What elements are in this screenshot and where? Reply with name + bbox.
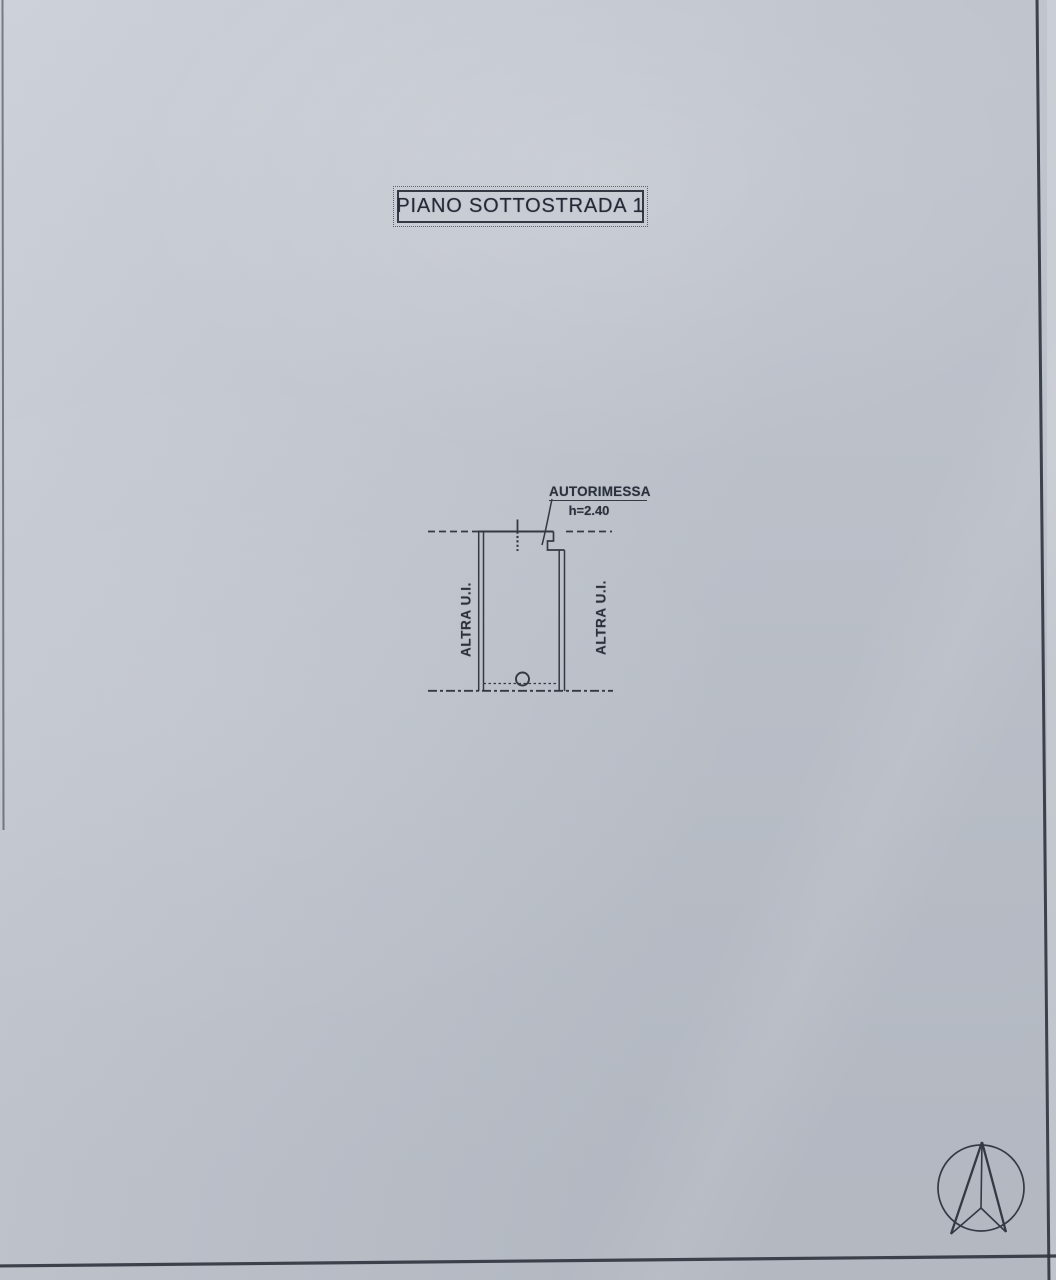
north-arrow-right-leg [980, 1141, 1008, 1233]
north-arrow-axis [980, 1141, 983, 1209]
page-edge-right [1035, 0, 1051, 1280]
label-leader-line [541, 498, 553, 546]
page-edge-left [1, 0, 5, 831]
north-arrow-right-barb [980, 1207, 1007, 1233]
wall-right-notch [546, 531, 565, 551]
north-arrow-left-leg [949, 1141, 984, 1235]
room-label: AUTORIMESSA [549, 484, 651, 501]
adjacent-unit-label-left: ALTRA U.I. [458, 582, 474, 657]
room-height-label: h=2.40 [568, 503, 610, 518]
drain-circle-symbol [515, 671, 530, 687]
north-arrow-icon [937, 1141, 1025, 1235]
page-edge-bottom [0, 1254, 1056, 1268]
adjacent-unit-label-right: ALTRA U.I. [593, 580, 609, 655]
page-right-margin [1047, 0, 1056, 1280]
floor-title: PIANO SOTTOSTRADA 1 [396, 195, 645, 217]
floor-title-box-inner: PIANO SOTTOSTRADA 1 [396, 190, 645, 223]
room-outline [428, 498, 613, 692]
floor-title-box: PIANO SOTTOSTRADA 1 [393, 186, 648, 227]
north-arrow-left-barb [950, 1207, 982, 1235]
